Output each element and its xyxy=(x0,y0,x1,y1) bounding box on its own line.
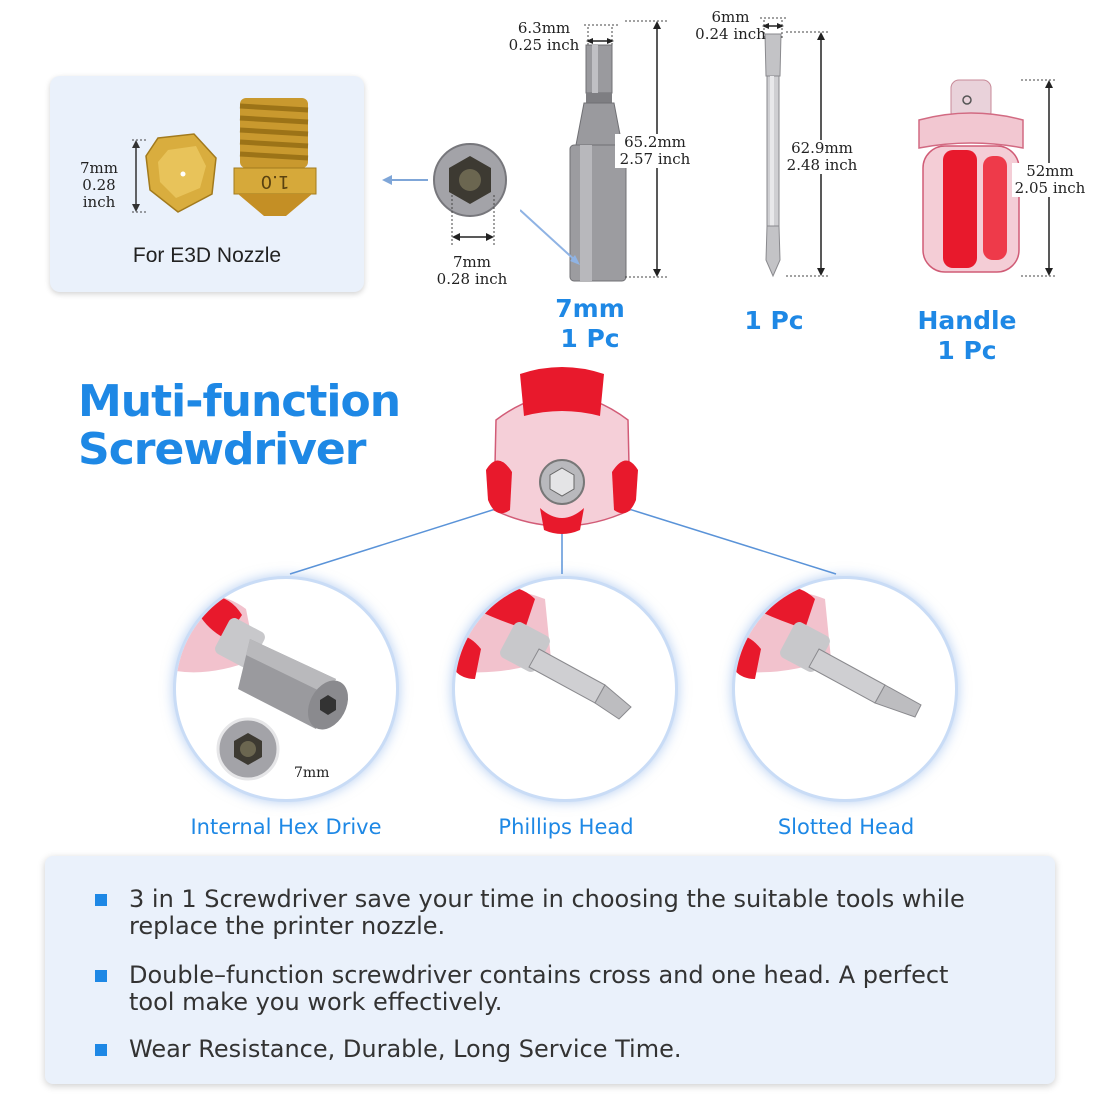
socket-end-view xyxy=(433,143,507,245)
socket-dimension: 7mm 0.28 inch xyxy=(432,254,512,288)
slotted-head-illustration xyxy=(735,585,922,718)
socket-dim-mm: 7mm xyxy=(453,253,491,271)
hex-drive-illustration xyxy=(176,596,349,781)
center-handle-and-connectors xyxy=(289,367,837,575)
bullet-square-icon xyxy=(95,894,107,906)
hex-bit-length-dimension: 65.2mm 2.57 inch xyxy=(615,134,695,168)
svg-text:1.0: 1.0 xyxy=(261,171,290,192)
handle-quantity: Handle 1 Pc xyxy=(912,306,1022,366)
feature-text: Double–function screwdriver contains cro… xyxy=(129,961,949,1016)
mode-phillips-caption: Phillips Head xyxy=(498,815,634,839)
nozzle-illustration: 1.0 xyxy=(132,98,317,216)
handle-dim-mm: 52mm xyxy=(1026,162,1074,180)
handle-dim-inch: 2.05 inch xyxy=(1014,179,1086,197)
hex-bit-width-dimension: 6.3mm 0.25 inch xyxy=(504,20,584,54)
pointer-arrow xyxy=(382,175,428,185)
handle-illustration xyxy=(918,79,1057,277)
hex-socket-bit xyxy=(520,20,668,282)
feature-item: Double–function screwdriver contains cro… xyxy=(95,962,995,1016)
hex-bit-width-inch: 0.25 inch xyxy=(508,36,580,54)
feature-item: 3 in 1 Screwdriver save your time in cho… xyxy=(95,886,995,940)
bit-quantity: 1 Pc xyxy=(744,306,804,335)
socket-dim-inch: 0.28 inch xyxy=(436,270,508,288)
feature-item: Wear Resistance, Durable, Long Service T… xyxy=(95,1036,995,1063)
nozzle-dim-inch: 0.28 inch xyxy=(82,176,116,211)
hex-drive-inset-label: 7mm xyxy=(294,765,330,781)
nozzle-caption: For E3D Nozzle xyxy=(132,244,282,267)
mode-hex-drive-caption: Internal Hex Drive xyxy=(190,815,382,839)
feature-text: Wear Resistance, Durable, Long Service T… xyxy=(129,1035,682,1063)
bullet-square-icon xyxy=(95,970,107,982)
bit-width-dimension: 6mm 0.24 inch xyxy=(693,9,768,43)
phillips-head-illustration xyxy=(455,585,632,720)
nozzle-dimension: 7mm 0.28 inch xyxy=(64,160,134,211)
double-end-bit xyxy=(760,17,830,278)
mode-slotted-circle xyxy=(732,576,958,802)
headline-line1: Muti-function xyxy=(78,376,401,427)
nozzle-dim-mm: 7mm xyxy=(80,159,118,177)
hex-bit-qty-line2: 1 Pc xyxy=(560,324,620,353)
feature-text: 3 in 1 Screwdriver save your time in cho… xyxy=(129,885,965,940)
handle-qty-line2: 1 Pc xyxy=(937,336,997,365)
bit-length-inch: 2.48 inch xyxy=(786,156,858,174)
hex-bit-quantity: 7mm 1 Pc xyxy=(540,294,640,354)
hex-bit-length-inch: 2.57 inch xyxy=(619,150,691,168)
handle-qty-line1: Handle xyxy=(917,306,1017,335)
headline: Muti-function Screwdriver xyxy=(78,376,401,475)
feature-box: 3 in 1 Screwdriver save your time in cho… xyxy=(45,856,1055,1084)
handle-dimension: 52mm 2.05 inch xyxy=(1012,163,1088,197)
bit-width-inch: 0.24 inch xyxy=(695,25,766,43)
nozzle-card: 1.0 7mm 0.28 inch For E3D Nozzle xyxy=(50,76,364,292)
hex-bit-length-mm: 65.2mm xyxy=(624,133,686,151)
mode-slotted-caption: Slotted Head xyxy=(777,815,915,839)
mode-hex-drive-circle: 7mm xyxy=(173,576,399,802)
headline-line2: Screwdriver xyxy=(78,424,366,475)
bit-length-mm: 62.9mm xyxy=(791,139,853,157)
hex-bit-qty-line1: 7mm xyxy=(555,294,625,323)
bit-length-dimension: 62.9mm 2.48 inch xyxy=(782,140,862,174)
bit-width-mm: 6mm xyxy=(711,8,750,26)
hex-bit-width-mm: 6.3mm xyxy=(517,19,571,37)
bullet-square-icon xyxy=(95,1044,107,1056)
mode-phillips-circle xyxy=(452,576,678,802)
